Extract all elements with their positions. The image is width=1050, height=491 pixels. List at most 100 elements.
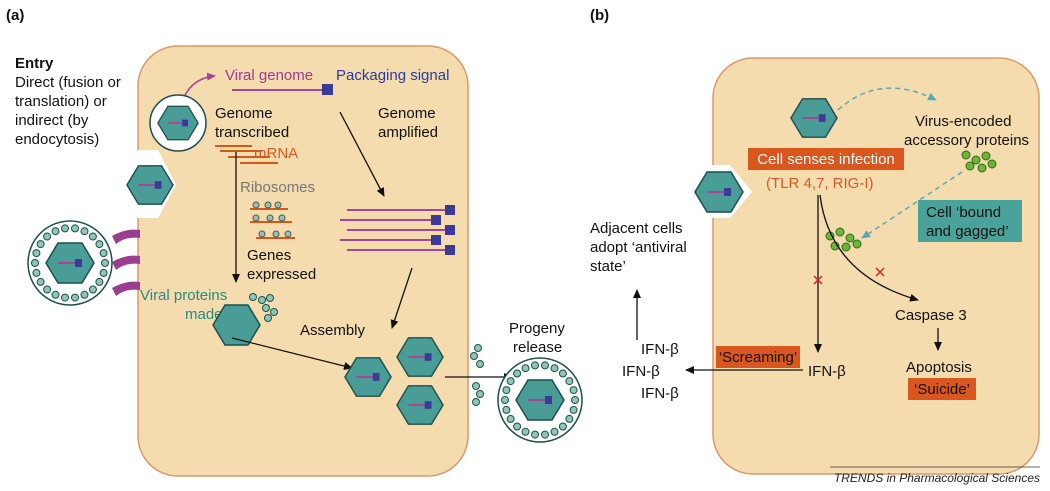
envelope-bead [80, 290, 89, 299]
envelope-bead [569, 386, 578, 395]
panel-a: (a) Entry Direct (fusion or translation)… [6, 7, 583, 477]
envelope-bead [32, 249, 41, 258]
genome-amplified-line-1: Genome [378, 105, 436, 122]
envelope-bead [101, 259, 109, 267]
expression-dashed-arrow [837, 87, 937, 111]
envelope-bead [51, 227, 60, 236]
virus-encoded-line-2: accessory proteins [904, 132, 1029, 149]
envelope-bead [71, 293, 79, 302]
envelope-bead [541, 430, 549, 439]
envelope-bead [36, 240, 45, 249]
envelope-bead [31, 259, 39, 267]
envelope-bead [43, 232, 52, 241]
virus-encoded-line-1: Virus-encoded [915, 113, 1011, 130]
envelope-bead [521, 427, 530, 436]
budding-beads [470, 344, 484, 406]
envelope-bead [502, 386, 511, 395]
tlr-label: (TLR 4,7, RIG-I) [766, 175, 874, 192]
envelope-bead [43, 285, 52, 294]
envelope-bead [501, 396, 509, 404]
envelope-bead [506, 377, 515, 386]
genome-amplified-line-2: amplified [378, 124, 438, 141]
envelope-bead [513, 422, 522, 431]
envelope-bead [88, 285, 97, 294]
envelope-bead [513, 369, 522, 378]
envelope-bead [550, 427, 559, 436]
mrna-label: mRNA [254, 145, 298, 162]
suicide-box [908, 378, 976, 400]
progeny-release-line-1: Progeny [509, 320, 565, 337]
bound-gagged-line-2: and gagged’ [926, 223, 1009, 240]
panel-a-label: (a) [6, 7, 24, 24]
envelope-bead [99, 268, 108, 277]
entry-line-4: endocytosis) [15, 131, 99, 148]
cell-senses-box [748, 148, 904, 170]
entry-line-2: translation) or [15, 93, 107, 110]
ifn-secreted-3: IFN-β [641, 385, 679, 402]
envelope-bead [88, 232, 97, 241]
envelope-bead [521, 364, 530, 373]
envelope-bead [531, 361, 539, 370]
amplification-arrow [339, 111, 385, 197]
genome-transcribed-line-1: Genome [215, 105, 273, 122]
accessory-proteins-icon [961, 150, 997, 173]
genes-expressed-line-2: expressed [247, 266, 316, 283]
mrna-strands [215, 145, 278, 164]
envelope-bead [36, 277, 45, 286]
entry-line-3: indirect (by [15, 112, 89, 129]
viral-genome-label: Viral genome [225, 67, 313, 84]
enveloped-virus-icon [27, 220, 113, 306]
amplified-genomes [340, 205, 455, 255]
suicide-label: ‘Suicide’ [914, 381, 970, 398]
ifn-secreted-1: IFN-β [641, 341, 679, 358]
envelope-bead [558, 369, 567, 378]
envelope-bead [95, 240, 104, 249]
cell-senses-label: Cell senses infection [757, 151, 895, 168]
adjacent-cells-line-2: adopt ‘antiviral [590, 239, 687, 256]
envelope-bead [550, 364, 559, 373]
bound-gagged-box [918, 200, 1022, 242]
progeny-release-line-2: release [513, 339, 562, 356]
assembly-arrow [231, 337, 353, 370]
screaming-label: ‘Screaming’ [719, 349, 797, 366]
entry-title: Entry [15, 55, 54, 72]
envelope-bead [71, 224, 79, 233]
bound-proteins-icon [825, 227, 862, 252]
ribosome-strands [250, 201, 295, 239]
uncoating-virus-icon [149, 94, 207, 152]
ribosomes-label: Ribosomes [240, 179, 315, 196]
journal-footer: TRENDS in Pharmacological Sciences [834, 471, 1040, 485]
apoptosis-label: Apoptosis [906, 359, 972, 376]
packaging-signal-square [322, 84, 333, 95]
viral-proteins-line-2: made [185, 306, 223, 323]
screaming-box [716, 346, 800, 368]
genome-transcribed-line-2: transcribed [215, 124, 289, 141]
envelope-bead [99, 249, 108, 258]
apoptosis-arrow [819, 194, 919, 302]
empty-capsid-icon [212, 304, 261, 346]
adjacent-cells-line-3: state’ [590, 258, 626, 275]
envelope-bead [571, 396, 579, 404]
assembly-label: Assembly [300, 322, 366, 339]
envelope-bead [80, 227, 89, 236]
envelope-bead [61, 224, 69, 233]
envelope-bead [569, 405, 578, 414]
inhibit-mark-icon [813, 275, 823, 285]
envelope-bead [565, 377, 574, 386]
progeny-virus-icon [497, 357, 583, 443]
envelope-bead [51, 290, 60, 299]
protein-beads [249, 293, 278, 322]
envelope-bead [95, 277, 104, 286]
receptor-icons [112, 229, 140, 296]
caspase-label: Caspase 3 [895, 307, 967, 324]
envelope-bead [506, 414, 515, 423]
entry-line-1: Direct (fusion or [15, 74, 121, 91]
ifn-secreted-2: IFN-β [622, 363, 660, 380]
packaging-arrow [390, 267, 413, 329]
adjacent-cells-line-1: Adjacent cells [590, 220, 683, 237]
genes-expressed-line-1: Genes [247, 247, 291, 264]
panel-b-label: (b) [590, 7, 609, 24]
envelope-bead [541, 361, 549, 370]
panel-b: (b) Virus-encoded accessory proteins Cel… [590, 7, 1040, 475]
